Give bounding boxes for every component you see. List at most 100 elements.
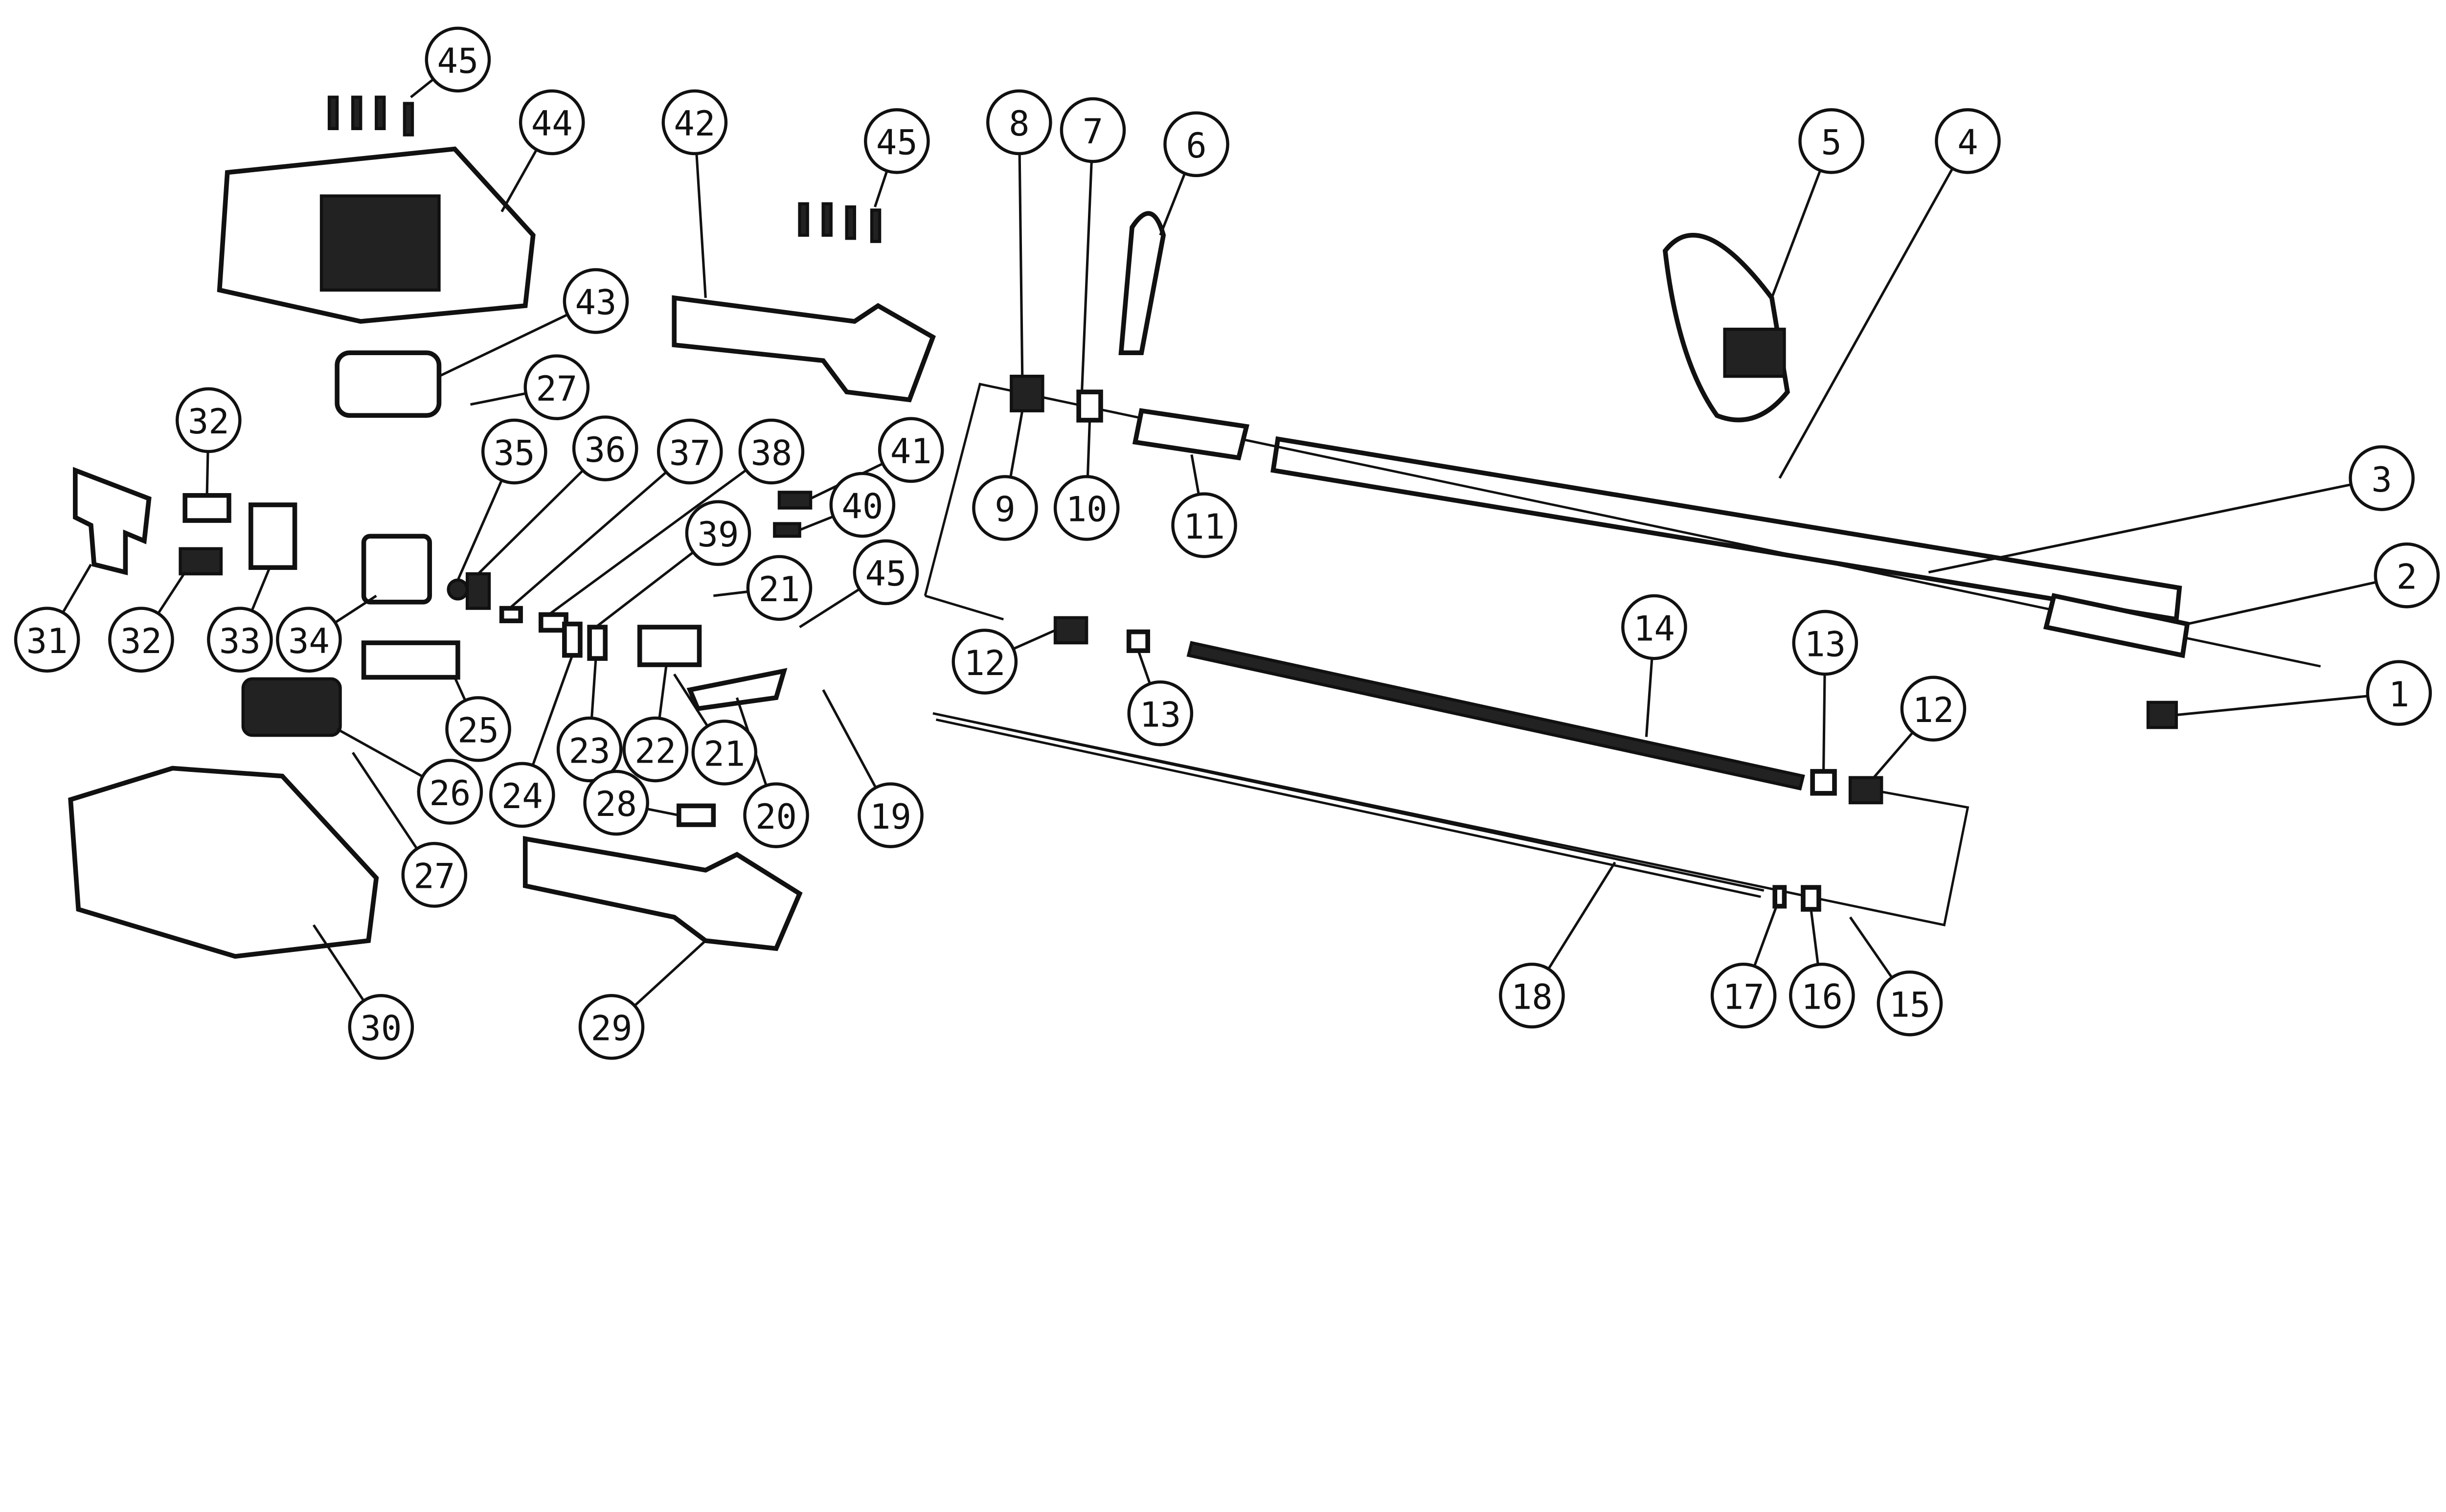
leader-line [531, 654, 574, 766]
callout-circle [1792, 609, 1858, 676]
leader-line [1080, 161, 1093, 392]
callout-36: 36 [572, 415, 638, 481]
leader-line [334, 594, 377, 624]
callout-circle [417, 759, 483, 825]
callout-8: 8 [986, 89, 1052, 156]
callout-circle [738, 418, 805, 485]
callout-circle [1710, 962, 1777, 1029]
part-40 [773, 522, 801, 538]
assembly-axis-lines [924, 383, 2321, 926]
leader-line [205, 451, 209, 496]
callout-44: 44 [519, 89, 585, 156]
callout-number: 26 [429, 773, 471, 813]
callout-number: 13 [1139, 695, 1181, 735]
callout-29: 29 [578, 994, 645, 1060]
callout-circle [622, 716, 689, 783]
leader-line [799, 515, 834, 531]
callout-circle [853, 539, 919, 606]
callout-4: 4 [1935, 108, 2001, 174]
callout-circle [523, 354, 590, 420]
callout-number: 11 [1183, 507, 1225, 547]
part-43 [335, 350, 442, 418]
leader-line [1770, 170, 1822, 298]
leader-line [453, 677, 467, 701]
callout-number: 28 [595, 784, 637, 824]
part-end-cap-2 [2043, 593, 2190, 658]
callout-5: 5 [1798, 108, 1864, 174]
callout-16: 16 [1789, 962, 1855, 1029]
part-10 [1076, 389, 1103, 423]
leader-line [673, 673, 709, 727]
callout-circle [661, 89, 728, 156]
callout-2: 2 [2374, 542, 2440, 609]
callout-number: 45 [876, 123, 918, 163]
leader-lines [62, 78, 2377, 1007]
leader-line [470, 392, 526, 406]
callout-45: 45 [864, 108, 930, 174]
callout-number: 39 [698, 515, 739, 555]
leader-line [1645, 658, 1653, 737]
leader-line [1547, 861, 1616, 970]
callout-18: 18 [1499, 962, 1565, 1029]
callout-circle [207, 607, 273, 673]
callout-number: 34 [288, 621, 330, 661]
callout-number: 1 [2389, 675, 2409, 715]
part-motor-34 [361, 534, 432, 605]
leader-line [646, 808, 679, 817]
part-31 [73, 467, 152, 576]
callout-30: 30 [348, 994, 414, 1060]
leader-line [438, 313, 568, 378]
callout-number: 45 [437, 41, 478, 81]
part-28 [677, 803, 716, 827]
leader-line [1849, 916, 1893, 978]
callout-37: 37 [657, 418, 723, 485]
callout-40: 40 [829, 472, 896, 538]
callout-21: 21 [746, 555, 813, 621]
leader-line [1778, 168, 1954, 479]
callout-circle [864, 108, 930, 174]
callout-circle [1935, 108, 2001, 174]
part-41 [777, 491, 813, 510]
part-handle-29 [522, 836, 803, 951]
callout-13: 13 [1127, 680, 1194, 746]
leader-line [1873, 731, 1914, 779]
callout-27: 27 [523, 354, 590, 420]
callout-42: 42 [661, 89, 728, 156]
callout-circle [2374, 542, 2440, 609]
part-handle-42 [672, 295, 936, 403]
callout-21: 21 [691, 720, 758, 786]
callout-3: 3 [2349, 445, 2415, 511]
callout-circle [348, 994, 414, 1060]
callout-11: 11 [1171, 492, 1237, 559]
leader-line [2176, 695, 2368, 717]
callout-number: 15 [1889, 985, 1930, 1025]
callout-circle [14, 607, 80, 673]
callout-circle [401, 842, 468, 908]
leader-line [1018, 154, 1024, 377]
callout-circle [445, 696, 511, 762]
callout-7: 7 [1060, 97, 1126, 163]
part-strap-buckle [1723, 327, 1786, 378]
callout-number: 5 [1821, 123, 1841, 163]
callout-circle [1053, 475, 1120, 541]
callout-number: 21 [759, 569, 800, 609]
leader-line [1013, 629, 1056, 650]
callout-number: 9 [995, 490, 1015, 530]
part-23 [587, 625, 608, 661]
part-22 [637, 625, 702, 667]
leader-line [1137, 650, 1152, 684]
callout-38: 38 [738, 418, 805, 485]
callout-45: 45 [853, 539, 919, 606]
part-24 [562, 621, 583, 658]
callout-circle [572, 415, 638, 481]
callout-number: 8 [1009, 104, 1029, 144]
part-grip-11 [1132, 408, 1250, 461]
leader-line [477, 469, 584, 575]
callout-25: 25 [445, 696, 511, 762]
part-13b [1810, 769, 1837, 796]
callout-circle [1060, 97, 1126, 163]
part-26 [241, 677, 342, 737]
callout-number: 43 [575, 283, 617, 323]
callout-45: 45 [425, 26, 491, 93]
callout-circle [743, 782, 809, 848]
